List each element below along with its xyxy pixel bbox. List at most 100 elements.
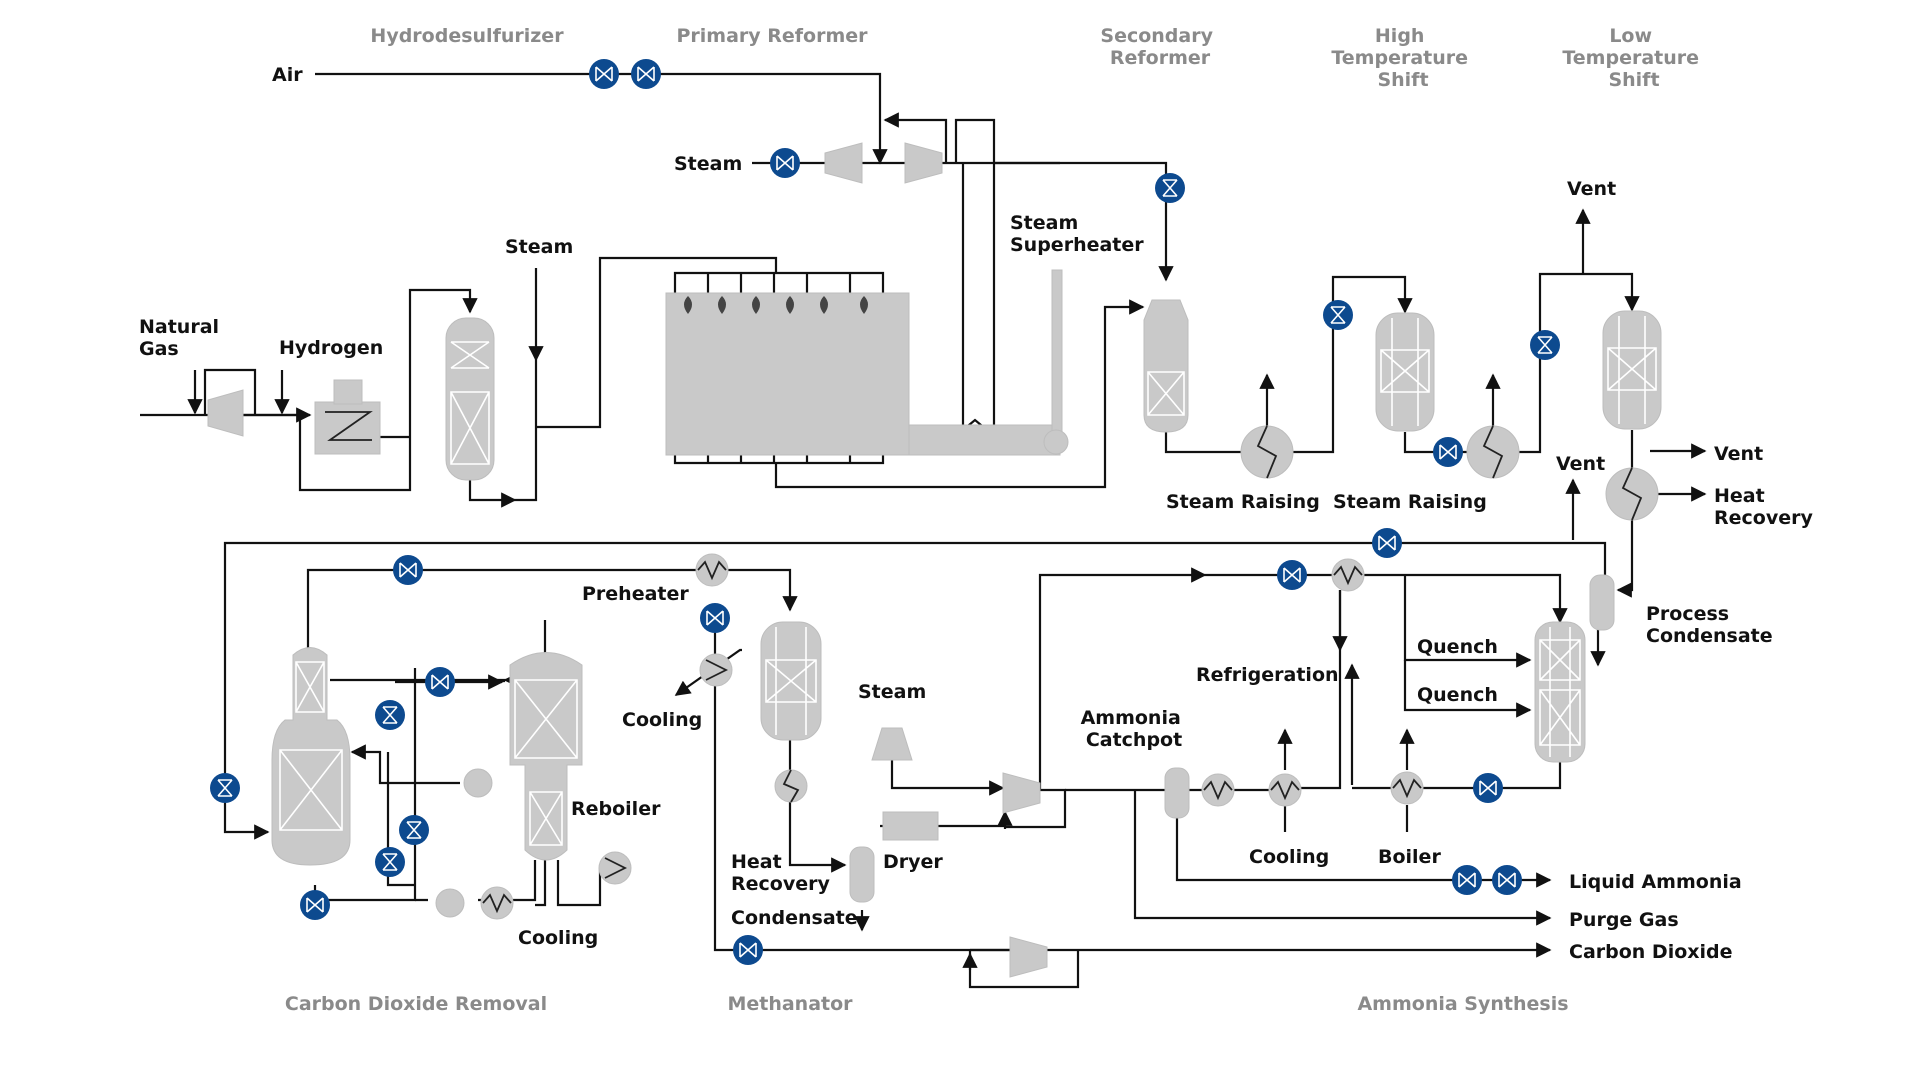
- valve-absorber-side-1[interactable]: [375, 700, 405, 730]
- burner-flame-icon: [752, 296, 760, 314]
- label-air: Air: [272, 64, 303, 86]
- valve-absorber-side-2[interactable]: [399, 815, 429, 845]
- pipe-sr2-to-lts: [1516, 272, 1640, 454]
- compressor-natural-gas: [207, 389, 244, 437]
- label-steam-raising-2: Steam Raising: [1333, 491, 1487, 513]
- valve-absorber-mid[interactable]: [425, 667, 455, 697]
- valve-converter-return[interactable]: [1473, 773, 1503, 803]
- valve-hts-inlet[interactable]: [1323, 300, 1353, 330]
- reboiler-exchanger: [598, 851, 632, 885]
- pipe-syngas-up: [1038, 567, 1207, 790]
- valve-main-cross[interactable]: [1372, 528, 1402, 558]
- valve-synth-top[interactable]: [1277, 560, 1307, 590]
- pipe-main-cross: [223, 541, 1607, 840]
- valves: [210, 59, 1560, 965]
- hydrodesulfurizer-heater: [314, 379, 381, 455]
- pipe-preheater: [306, 568, 798, 660]
- ammonia-catchpot-vessel: [1164, 767, 1190, 819]
- label-reboiler: Reboiler: [571, 798, 661, 820]
- valve-lts-inlet[interactable]: [1530, 330, 1560, 360]
- label-vent-top: Vent: [1567, 178, 1616, 200]
- label-cooling-co2: Cooling: [518, 927, 598, 949]
- ammonia-converter-vessel: [1534, 621, 1586, 763]
- valve-main-loop-left[interactable]: [210, 773, 240, 803]
- pipe-compressor-return: [1003, 788, 1067, 829]
- section-primary-reformer: Primary Reformer: [676, 25, 868, 47]
- valve-preheater-line[interactable]: [393, 555, 423, 585]
- label-quench-2: Quench: [1417, 684, 1498, 706]
- label-preheater: Preheater: [582, 583, 689, 605]
- burner-flame-icon: [820, 296, 828, 314]
- label-process-condensate: Process Condensate: [1646, 603, 1773, 647]
- pipe-purge-gas: [1133, 790, 1552, 926]
- pipe-sr1-to-hts: [1290, 275, 1413, 454]
- synthesis-cooling-exchanger: [1268, 773, 1302, 807]
- synthesis-compressor: [1002, 772, 1041, 814]
- pipe-lts-down: [1618, 430, 1632, 590]
- co2-pump-1: [463, 768, 493, 798]
- label-vent-mid: Vent: [1556, 453, 1605, 475]
- section-secondary-reformer: Secondary Reformer: [1100, 25, 1219, 69]
- label-hydrogen: Hydrogen: [279, 337, 383, 359]
- boiler-exchanger: [1390, 771, 1424, 805]
- secondary-reformer-vessel: [1143, 299, 1189, 433]
- pipe-reboiler-loop: [535, 860, 602, 907]
- label-purge-gas: Purge Gas: [1569, 909, 1679, 931]
- refrigeration-exchanger: [1331, 558, 1365, 592]
- heat-recovery-exchanger: [1605, 467, 1659, 521]
- label-refrigeration: Refrigeration: [1196, 664, 1339, 686]
- pipe-quench-2: [1403, 660, 1532, 718]
- pipe-cooling-meth: [674, 648, 742, 696]
- valve-absorber-bottom[interactable]: [300, 890, 330, 920]
- high-temperature-shift-vessel: [1375, 312, 1435, 432]
- process-condensate-separator: [1589, 574, 1615, 631]
- pipe-hds-out: [468, 477, 517, 508]
- pipe-air: [315, 72, 888, 165]
- section-high-temperature-shift: High Temperature Shift: [1331, 25, 1474, 91]
- label-steam-raising-1: Steam Raising: [1166, 491, 1320, 513]
- section-methanator: Methanator: [727, 993, 853, 1015]
- section-carbon-dioxide-removal: Carbon Dioxide Removal: [285, 993, 547, 1015]
- air-compressor-turbines: [824, 142, 943, 184]
- section-hydrodesulfurizer: Hydrodesulfurizer: [370, 25, 564, 47]
- valve-secondary-inlet[interactable]: [1155, 173, 1185, 203]
- dryer-unit: [882, 811, 939, 841]
- preheater-exchanger: [695, 553, 729, 587]
- valve-absorber-side-3[interactable]: [375, 847, 405, 877]
- valve-preheater-down[interactable]: [700, 603, 730, 633]
- pipe-stack-loop: [954, 118, 996, 440]
- methanator-vessel: [760, 621, 822, 741]
- valve-liquid-ammonia-1[interactable]: [1452, 865, 1482, 895]
- pipe-converter-out: [1352, 760, 1562, 790]
- steam-turbine-synthesis: [871, 727, 913, 761]
- primary-reformer-furnace: [665, 269, 1069, 456]
- pipe-superheater-coil: [961, 163, 989, 440]
- pipe-reformer-out: [774, 299, 1145, 489]
- valve-co2-out[interactable]: [733, 935, 763, 965]
- valve-air-1[interactable]: [589, 59, 619, 89]
- pipe-synth-return: [1290, 590, 1342, 790]
- label-steam-synthesis: Steam: [858, 681, 926, 703]
- pipe-mid-link: [350, 744, 460, 785]
- burner-flame-icon: [718, 296, 726, 314]
- pipe-co2-out: [713, 620, 1552, 958]
- co2-compressor: [1009, 936, 1048, 978]
- pipe-gas-loop: [203, 368, 257, 415]
- valve-steam-top[interactable]: [770, 148, 800, 178]
- valve-hts-outlet[interactable]: [1433, 437, 1463, 467]
- label-heat-recovery-right: Heat Recovery: [1714, 485, 1813, 529]
- label-liquid-ammonia: Liquid Ammonia: [1569, 871, 1742, 893]
- burner-flame-icon: [860, 296, 868, 314]
- pipe-methanator-out: [788, 738, 847, 873]
- label-quench-1: Quench: [1417, 636, 1498, 658]
- pipe-to-reformer: [515, 256, 778, 502]
- label-carbon-dioxide: Carbon Dioxide: [1569, 941, 1733, 963]
- burner-flame-icon: [786, 296, 794, 314]
- valve-liquid-ammonia-2[interactable]: [1492, 865, 1522, 895]
- label-cooling-synthesis: Cooling: [1249, 846, 1329, 868]
- label-steam-hds: Steam: [505, 236, 573, 258]
- methanator-heat-recovery-exchanger: [774, 769, 808, 803]
- label-heat-recovery-meth: Heat Recovery: [731, 851, 830, 895]
- valve-air-2[interactable]: [631, 59, 661, 89]
